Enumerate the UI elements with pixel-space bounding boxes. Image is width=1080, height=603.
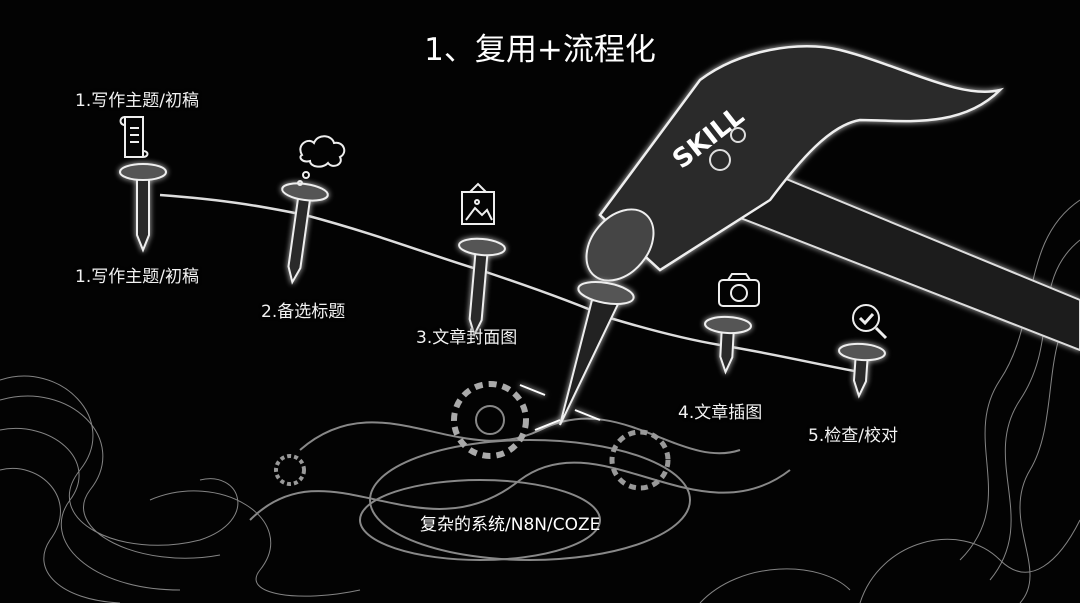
step-5-label: 5.检查/校对 (808, 426, 898, 446)
thought-cloud-icon (297, 135, 346, 186)
nail-step-3 (458, 237, 506, 338)
nail-step-5 (838, 342, 886, 399)
picture-frame-icon (461, 182, 495, 225)
core-system-label: 复杂的系统/N8N/COZE (420, 515, 601, 535)
camera-icon (718, 273, 760, 307)
hammer: SKILL (585, 45, 1080, 352)
central-nail (519, 281, 635, 431)
swirl-lines (0, 199, 1080, 603)
scroll-icon (119, 116, 149, 158)
step-3-label: 3.文章封面图 (416, 328, 518, 348)
step-1-label: 1.写作主题/初稿 (75, 267, 199, 287)
step-4-label: 4.文章插图 (678, 403, 763, 423)
slide-title: 1、复用+流程化 (424, 32, 656, 68)
gears-and-wires (249, 381, 791, 561)
nail-step-2 (281, 182, 329, 285)
magnifier-check-icon (852, 304, 888, 340)
nail-step-1 (119, 163, 167, 253)
step-2-label: 2.备选标题 (261, 302, 346, 322)
step-1-top-label: 1.写作主题/初稿 (75, 91, 199, 111)
timeline-line (159, 193, 861, 374)
hammer-head (598, 45, 1005, 272)
nail-step-4 (704, 315, 752, 375)
